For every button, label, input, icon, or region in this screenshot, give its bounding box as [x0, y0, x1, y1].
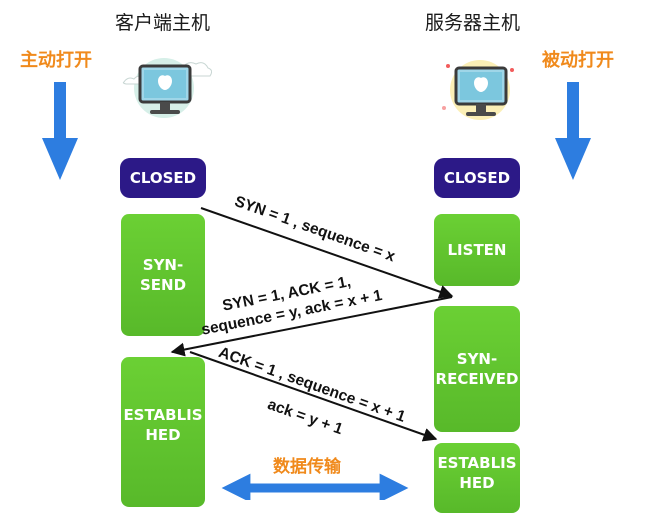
- server-host-title: 服务器主机: [425, 12, 521, 34]
- computer-icon: [122, 58, 212, 118]
- server-state-syn-received: SYN- RECEIVED: [434, 306, 520, 432]
- passive-open-label: 被动打开: [542, 50, 614, 71]
- arrow-down-icon: [555, 82, 591, 180]
- computer-icon: [442, 60, 514, 120]
- client-state-syn-send: SYN- SEND: [121, 214, 205, 336]
- client-host-title: 客户端主机: [115, 12, 211, 34]
- handshake-arrows: [170, 207, 454, 500]
- server-state-listen: LISTEN: [434, 214, 520, 286]
- server-state-closed: CLOSED: [434, 158, 520, 198]
- data-transfer-label: 数据传输: [273, 457, 341, 477]
- client-state-closed: CLOSED: [120, 158, 206, 198]
- ack-arrow: [189, 351, 438, 442]
- client-state-established: ESTABLIS HED: [121, 357, 205, 507]
- syn-arrow: [200, 207, 454, 299]
- syn-ack-arrow: [170, 296, 453, 357]
- arrow-down-icon: [42, 82, 78, 180]
- active-open-label: 主动打开: [20, 50, 92, 71]
